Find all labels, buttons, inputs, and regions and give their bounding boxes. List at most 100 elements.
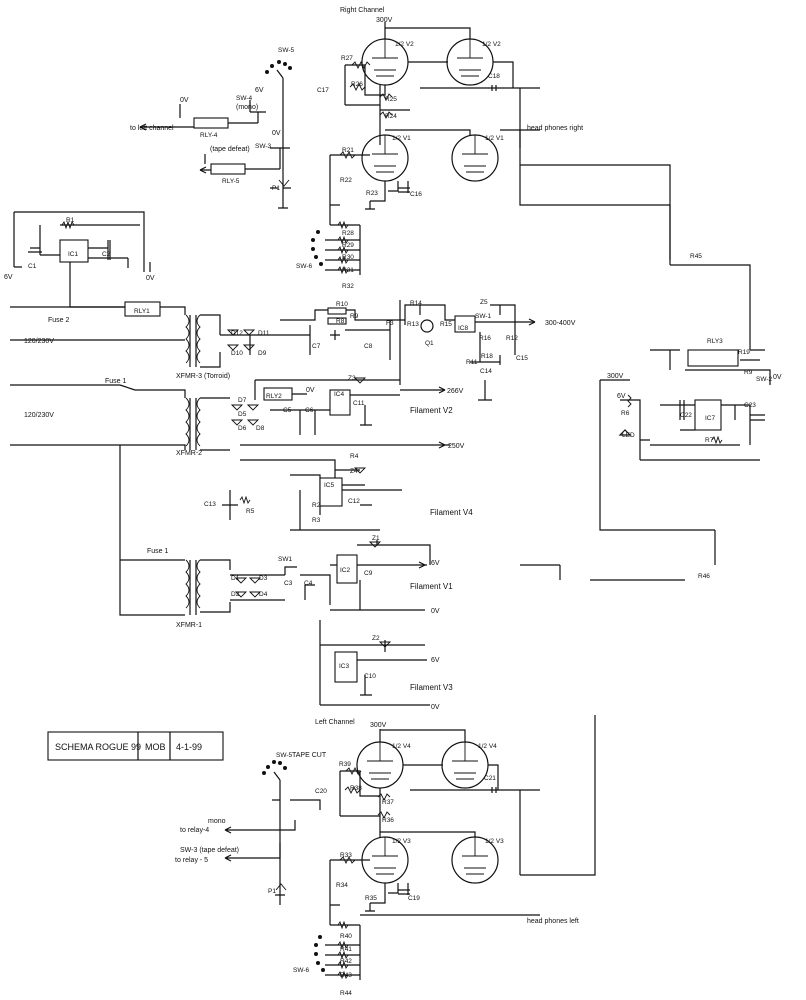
component-label-r23: R23 — [366, 190, 378, 197]
component-label-v3b: 1/2 V3 — [485, 838, 504, 845]
component-label-r45: R45 — [690, 253, 702, 260]
ic7 — [694, 399, 722, 431]
component-label-d12: D12 — [231, 330, 243, 337]
relay-timer-circuit — [13, 211, 151, 308]
component-label-r11: R11 — [466, 359, 478, 366]
label-v6-right: 6V — [617, 393, 626, 400]
component-label-sw4: SW-4 — [236, 95, 253, 102]
ic1 — [59, 239, 89, 263]
component-label-r2: R2 — [312, 502, 321, 509]
filament-v4-supply — [222, 459, 402, 531]
component-label-r29: R29 — [342, 242, 354, 249]
component-label-c21: C21 — [484, 775, 496, 782]
component-label-z1: Z1 — [372, 535, 380, 542]
label-fil-v4: Filament V4 — [430, 508, 473, 517]
component-label-r38: R38 — [350, 785, 362, 792]
label-fil-v1: Filament V1 — [410, 582, 453, 591]
component-label-c17: C17 — [317, 87, 329, 94]
component-label-v4b: 1/2 V4 — [478, 743, 497, 750]
component-label-c19: C19 — [408, 895, 420, 902]
component-label-rly4: RLY-4 — [200, 132, 218, 139]
label-right-channel: Right Channel — [340, 7, 385, 14]
component-label-r10: R10 — [336, 301, 348, 308]
component-label-r8: R8 — [336, 318, 345, 325]
component-label-sw1s: SW-1 — [475, 313, 492, 320]
component-label-r13: R13 — [407, 321, 419, 328]
relay-rly1 — [124, 301, 161, 317]
relay-rly5 — [210, 163, 246, 175]
label-to-relay5: to relay - 5 — [175, 857, 208, 864]
component-label-c12: C12 — [348, 498, 360, 505]
component-label-sw5b: SW-5 — [276, 752, 293, 759]
component-label-r7: R7 — [705, 437, 714, 444]
component-label-rly1: RLY1 — [134, 308, 150, 315]
component-label-p1t: P1 — [272, 185, 280, 192]
component-label-r30: R30 — [342, 254, 354, 261]
label-v0-right: 0V — [773, 374, 782, 381]
component-label-r43: R43 — [340, 972, 352, 979]
label-left-channel: Left Channel — [315, 719, 355, 726]
label-mains2: 120/230V — [24, 412, 54, 419]
ic3 — [334, 651, 358, 683]
resistor-r8 — [327, 317, 347, 325]
label-v6-fil-v3: 6V — [431, 657, 440, 664]
component-label-v4a: 1/2 V4 — [392, 743, 411, 750]
component-label-d1: D1 — [231, 575, 240, 582]
component-label-led: LED — [622, 432, 635, 439]
label-fuse1b: Fuse 1 — [147, 548, 169, 555]
component-label-r32: R32 — [342, 283, 354, 290]
component-label-d5: D5 — [238, 411, 247, 418]
component-label-r3: R3 — [312, 517, 321, 524]
component-label-c4: C4 — [304, 580, 313, 587]
component-label-v2a: 1/2 V2 — [395, 41, 414, 48]
component-label-r6: R6 — [621, 410, 630, 417]
component-label-ic4: IC4 — [334, 391, 345, 398]
label-v0-rly2: 0V — [306, 387, 315, 394]
label-mains1: 120/230V — [24, 338, 54, 345]
component-label-q1: Q1 — [425, 340, 434, 347]
component-label-c8: C8 — [364, 343, 373, 350]
ic2 — [336, 554, 358, 584]
label-hp-right: head phones right — [527, 125, 583, 132]
label-v300-top: 300V — [376, 17, 393, 24]
component-label-r42: R42 — [340, 958, 352, 965]
component-label-c23: C23 — [744, 402, 756, 409]
component-label-d9: D9 — [258, 350, 267, 357]
component-label-z4: Z4 — [350, 468, 358, 475]
label-b300-400: 300-400V — [545, 320, 576, 327]
component-label-ic5: IC5 — [324, 482, 335, 489]
component-label-c10: C10 — [364, 673, 376, 680]
component-label-c13: C13 — [204, 501, 216, 508]
component-label-d11: D11 — [258, 330, 270, 337]
component-label-r25: R25 — [385, 96, 397, 103]
component-label-r31: R31 — [342, 267, 354, 274]
component-label-ic7: IC7 — [705, 415, 716, 422]
component-label-r37: R37 — [382, 799, 394, 806]
label-fil-v2: Filament V2 — [410, 406, 453, 415]
component-label-sw6t: SW-6 — [296, 263, 313, 270]
component-label-ic8: IC8 — [458, 325, 469, 332]
component-label-r14: R14 — [410, 300, 422, 307]
component-label-r21: R21 — [342, 147, 354, 154]
transformer-xfmr1 — [119, 445, 431, 616]
component-label-r35: R35 — [365, 895, 377, 902]
component-label-c18: C18 — [488, 73, 500, 80]
right-channel-stage — [329, 22, 671, 265]
label-to-left-channel: to left channel — [130, 125, 174, 132]
component-label-c6: C6 — [305, 407, 314, 414]
component-label-c1: C1 — [28, 263, 37, 270]
component-label-d10: D10 — [231, 350, 243, 357]
right-input-switching — [139, 60, 292, 209]
label-b266: 266V — [447, 388, 464, 395]
component-label-r16: R16 — [479, 335, 491, 342]
component-label-r22: R22 — [340, 177, 352, 184]
label-xfmr3: XFMR-3 (Torroid) — [176, 373, 230, 380]
component-label-r9b: R9 — [744, 369, 753, 376]
component-label-d6: D6 — [238, 425, 247, 432]
component-label-r5: R5 — [246, 508, 255, 515]
component-label-d3: D3 — [259, 575, 268, 582]
component-label-c22: C22 — [680, 412, 692, 419]
label-v0-fil-v1: 0V — [431, 608, 440, 615]
component-label-r27: R27 — [341, 55, 353, 62]
relay-rly4 — [193, 117, 229, 129]
